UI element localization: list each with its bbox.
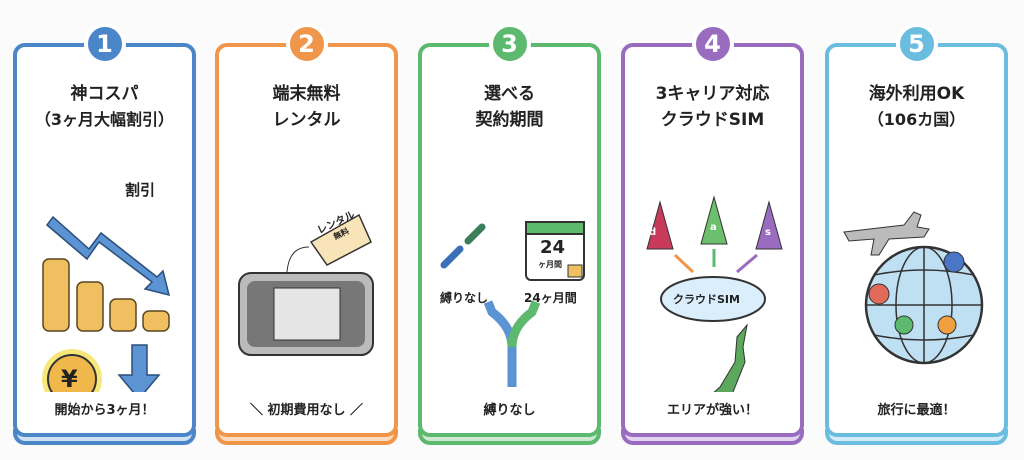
cloud-label: クラウドSIM — [673, 293, 740, 306]
card-footer: 縛りなし — [483, 403, 536, 418]
feature-card-3: 3 選べる契約期間 24 ヶ月間 縛りなし 24ヶ月間 縛りなし — [418, 23, 601, 445]
feature-card-4: 4 3キャリア対応クラウドSIM d a s クラウドSIM エリアが強い！ — [621, 23, 804, 445]
card-footer: 旅行に最適！ — [877, 403, 956, 418]
card-footer: ＼ 初期費用なし ／ — [249, 403, 364, 418]
tower-softbank: s — [765, 227, 771, 238]
pocket-wifi-illustration — [238, 213, 374, 356]
yen-symbol: ¥ — [61, 365, 78, 393]
number-badge: 5 — [895, 23, 938, 65]
feature-card-1: 1 神コスパ（3ヶ月大幅割引） 割引 ¥ 開始から3ヶ月！ — [13, 23, 196, 445]
card-title: 選べる契約期間 — [475, 84, 544, 130]
cloud-sim-illustration — [646, 195, 783, 392]
feature-card-5: 5 海外利用OK（106カ国） 旅行に最適！ — [825, 23, 1008, 445]
discount-label: 割引 — [125, 181, 156, 199]
card-title: 3キャリア対応クラウドSIM — [655, 84, 770, 130]
card-title: 端末無料レンタル — [272, 84, 341, 130]
number-badge: 2 — [285, 23, 328, 65]
contract-choice-illustration — [440, 221, 585, 387]
card-title: 海外利用OK（106カ国） — [867, 84, 966, 129]
tower-docomo: d — [649, 227, 657, 238]
calendar-sub: ヶ月間 — [538, 260, 562, 269]
card-title: 神コスパ（3ヶ月大幅割引） — [34, 84, 175, 129]
number-badge: 4 — [691, 23, 734, 65]
number-badge: 3 — [488, 23, 531, 65]
card-footer: エリアが強い！ — [666, 403, 758, 418]
no-binding-label: 縛りなし — [440, 291, 489, 305]
calendar-number: 24 — [540, 237, 566, 258]
discount-coins-illustration — [42, 215, 171, 392]
feature-card-2: 2 端末無料レンタル レンタル無料 ＼ 初期費用なし ／ — [215, 23, 398, 445]
number-badge: 1 — [83, 23, 126, 65]
24-months-label: 24ヶ月間 — [524, 291, 577, 305]
card-footer: 開始から3ヶ月！ — [54, 403, 155, 418]
tower-au: a — [710, 222, 717, 233]
globe-travel-illustration — [843, 211, 984, 365]
